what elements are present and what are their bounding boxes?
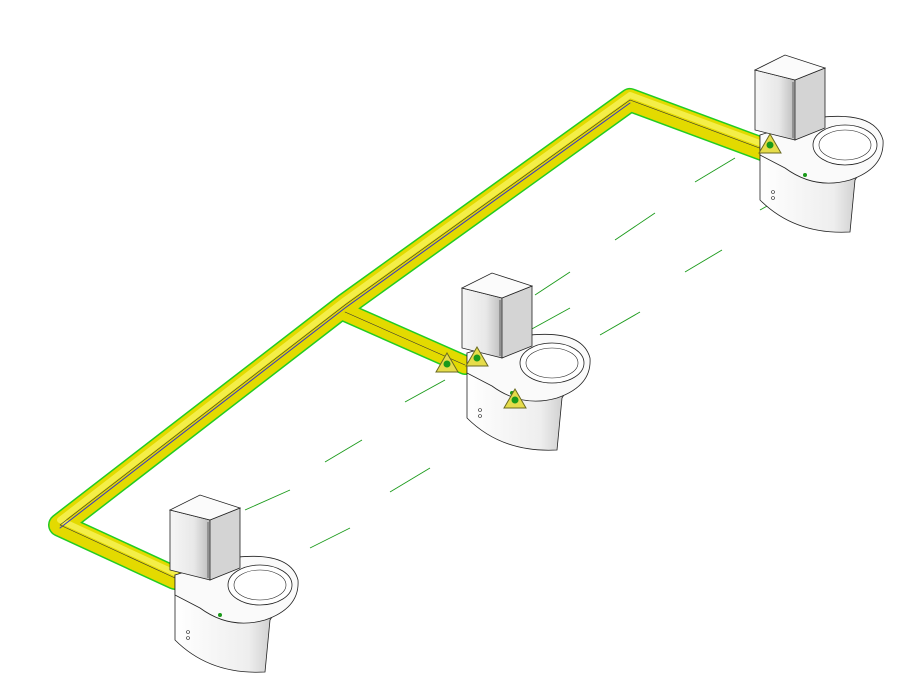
toilet-fixture-1[interactable] <box>169 494 299 673</box>
pipe-network[interactable] <box>48 88 777 590</box>
